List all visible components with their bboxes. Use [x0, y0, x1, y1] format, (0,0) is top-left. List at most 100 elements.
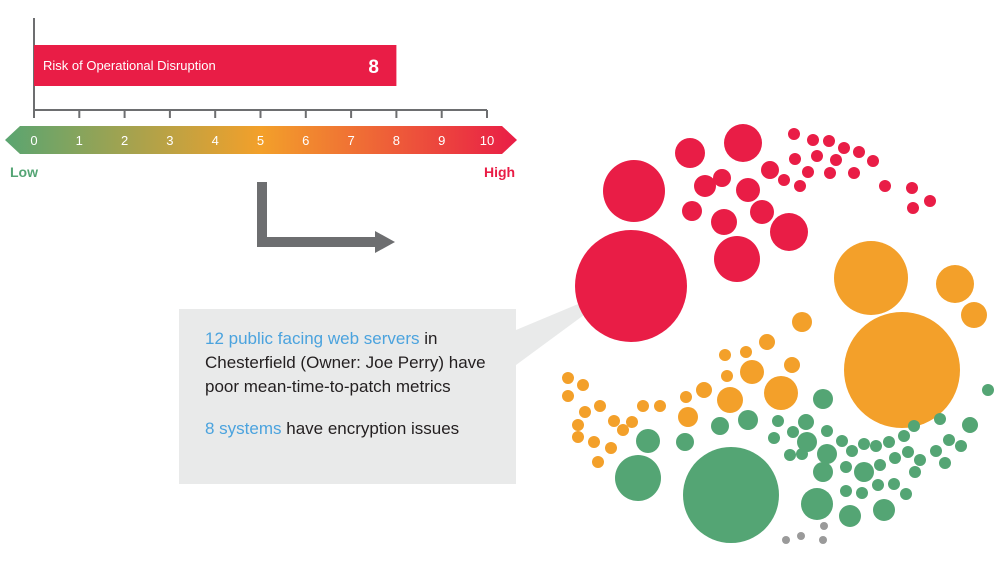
bubble — [936, 265, 974, 303]
bubble — [853, 146, 865, 158]
bubble — [830, 154, 842, 166]
bubble — [811, 150, 823, 162]
scale-tick-label: 5 — [257, 133, 264, 148]
scale-high-label: High — [484, 164, 515, 180]
bubble — [943, 434, 955, 446]
bubble-cluster — [562, 124, 994, 544]
scale-tick-label: 10 — [480, 133, 494, 148]
bubble — [900, 488, 912, 500]
bubble — [872, 479, 884, 491]
bubble — [796, 448, 808, 460]
scale-tick-label: 2 — [121, 133, 128, 148]
bubble — [675, 138, 705, 168]
bubble — [962, 417, 978, 433]
bubble — [721, 370, 733, 382]
bubble — [914, 454, 926, 466]
bubble — [836, 435, 848, 447]
bubble — [676, 433, 694, 451]
bubble — [802, 166, 814, 178]
bubble — [867, 155, 879, 167]
bubble — [823, 135, 835, 147]
axis-ticks — [33, 110, 488, 118]
bubble — [608, 415, 620, 427]
bubble — [724, 124, 762, 162]
bubble — [879, 180, 891, 192]
bubble — [817, 444, 837, 464]
bubble — [961, 302, 987, 328]
bubble — [711, 209, 737, 235]
risk-bar-value: 8 — [368, 57, 379, 78]
callout-text-systems-rest: have encryption issues — [281, 419, 460, 438]
bubble — [797, 532, 805, 540]
bubble — [605, 442, 617, 454]
bubble — [750, 200, 774, 224]
bubble — [820, 522, 828, 530]
bubble — [856, 487, 868, 499]
bubble — [682, 201, 702, 221]
bubble — [678, 407, 698, 427]
bubble — [813, 462, 833, 482]
risk-scale-arrow — [5, 126, 517, 154]
bubble — [719, 349, 731, 361]
bubble — [789, 153, 801, 165]
bubble — [694, 175, 716, 197]
bubble — [740, 346, 752, 358]
bubble — [761, 161, 779, 179]
bubble — [807, 134, 819, 146]
bubble — [982, 384, 994, 396]
bubble — [562, 372, 574, 384]
bubble — [615, 455, 661, 501]
bubble — [846, 445, 858, 457]
bubble — [713, 169, 731, 187]
bubble — [909, 466, 921, 478]
bubble — [874, 459, 886, 471]
bubble — [858, 438, 870, 450]
bubble — [740, 360, 764, 384]
bubble — [844, 312, 960, 428]
bubble — [588, 436, 600, 448]
bubble — [824, 167, 836, 179]
bubble — [840, 485, 852, 497]
bubble — [934, 413, 946, 425]
scale-tick-label: 3 — [166, 133, 173, 148]
bubble — [839, 505, 861, 527]
bubble — [575, 230, 687, 342]
bubble — [907, 202, 919, 214]
bubble — [798, 414, 814, 430]
bubble — [819, 536, 827, 544]
bubble — [592, 456, 604, 468]
bubble — [838, 142, 850, 154]
bubble — [603, 160, 665, 222]
bubble — [924, 195, 936, 207]
bubble — [787, 426, 799, 438]
callout-text-servers: 12 public facing web servers in Chesterf… — [205, 327, 502, 399]
scale-tick-label: 8 — [393, 133, 400, 148]
bubble — [788, 128, 800, 140]
bubble — [759, 334, 775, 350]
bubble — [626, 416, 638, 428]
bubble — [889, 452, 901, 464]
bubble — [939, 457, 951, 469]
bubble — [770, 213, 808, 251]
bubble — [794, 180, 806, 192]
bubble — [797, 432, 817, 452]
bubble — [680, 391, 692, 403]
callout-box: 12 public facing web servers in Chesterf… — [179, 309, 516, 484]
bubble — [784, 357, 800, 373]
bubble — [778, 174, 790, 186]
bubble — [577, 379, 589, 391]
bubble — [821, 425, 833, 437]
bubble — [801, 488, 833, 520]
bubble — [906, 182, 918, 194]
bubble — [782, 536, 790, 544]
bubble — [930, 445, 942, 457]
bubble — [784, 449, 796, 461]
bubble — [955, 440, 967, 452]
bubble — [683, 447, 779, 543]
bubble — [870, 440, 882, 452]
bubble — [873, 499, 895, 521]
bubble — [908, 420, 920, 432]
bubble — [637, 400, 649, 412]
scale-tick-label: 1 — [76, 133, 83, 148]
